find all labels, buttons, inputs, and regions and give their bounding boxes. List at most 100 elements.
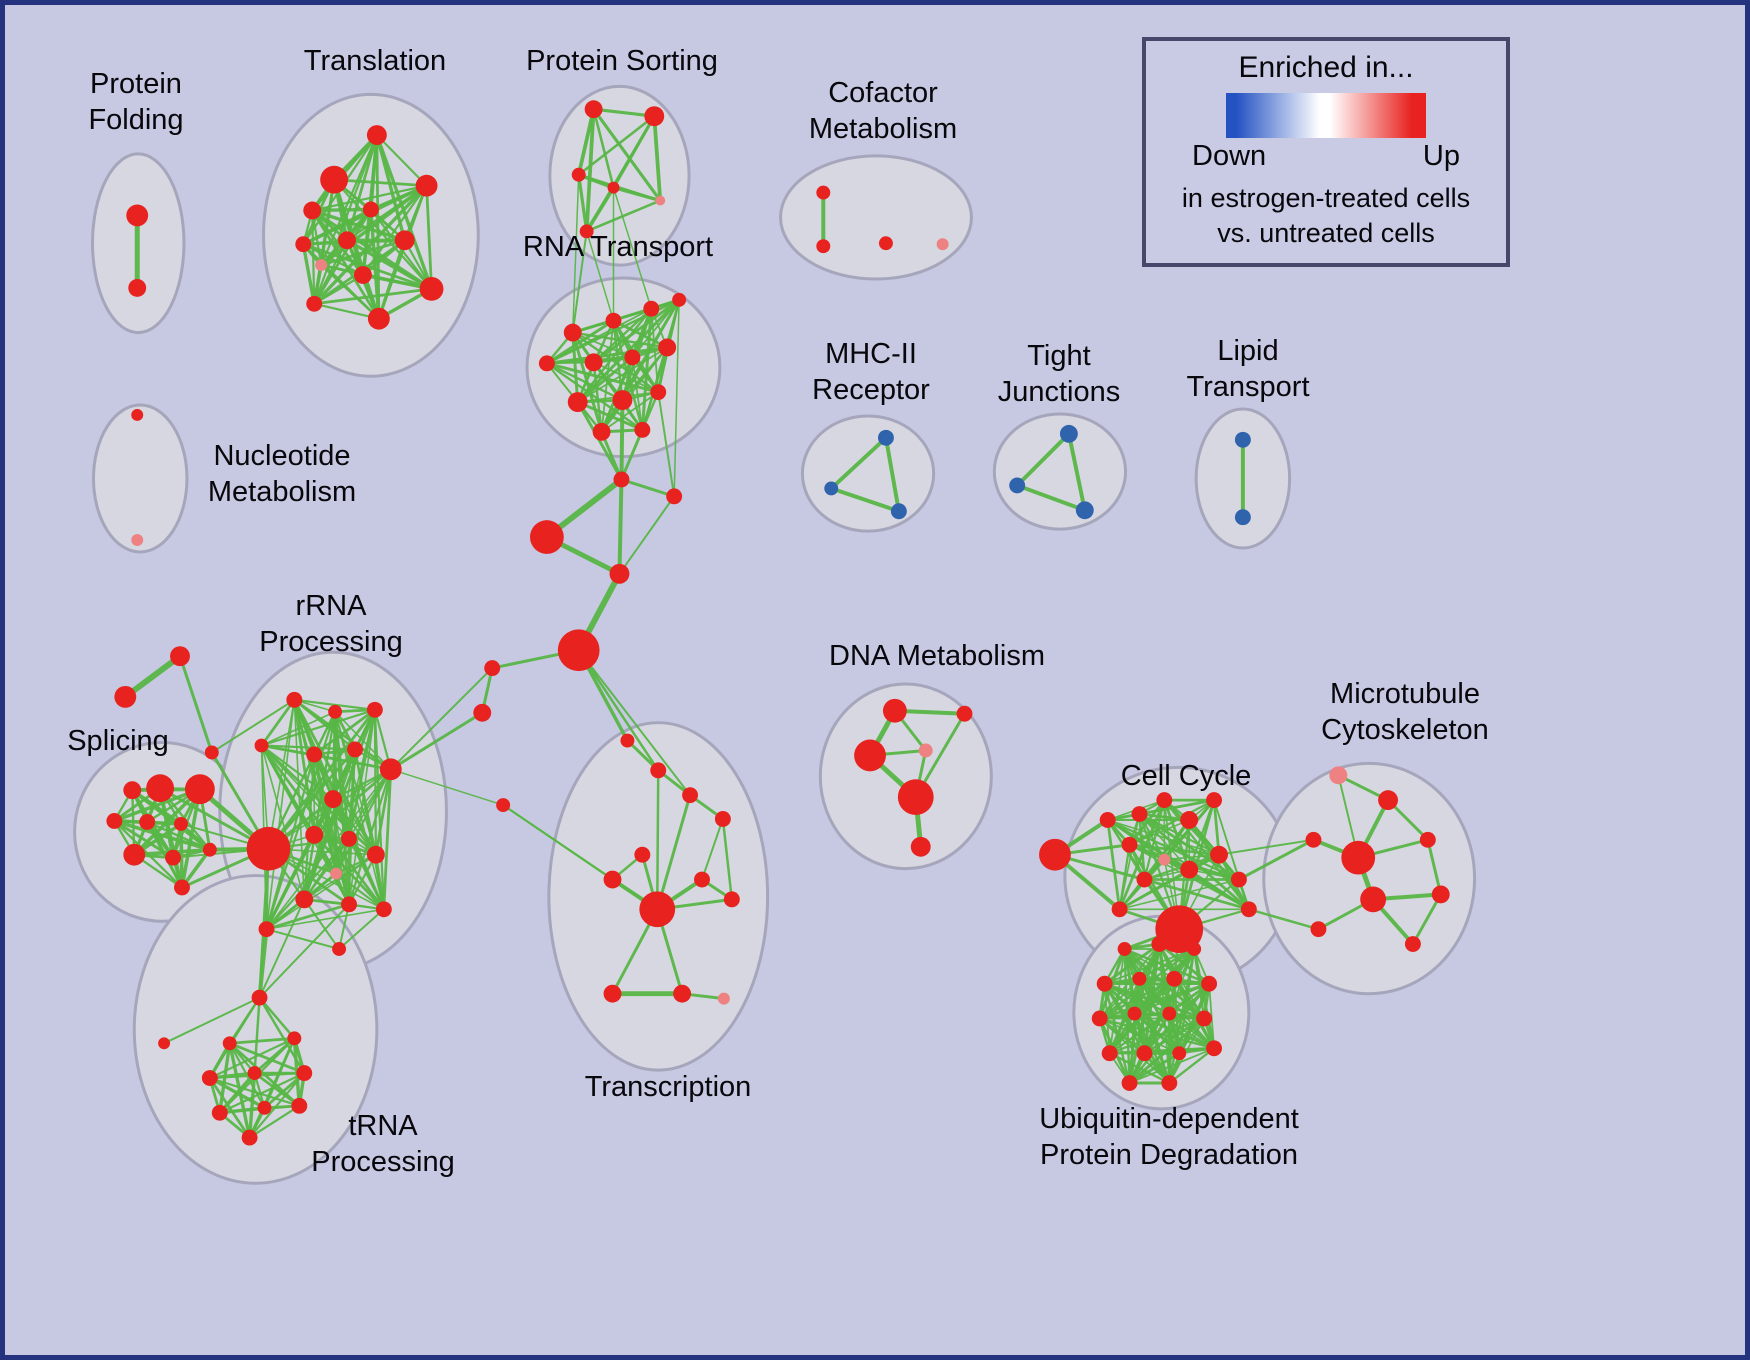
node-143 [1096,975,1113,992]
edge [303,898,341,950]
node-55 [139,814,156,830]
edge [313,239,349,305]
edge [218,1071,306,1114]
node-6 [362,201,379,218]
node-21 [563,323,582,342]
node-77 [258,921,275,938]
node-149 [1162,1006,1177,1021]
edge [721,817,734,901]
edge [1098,982,1211,1020]
edge [617,477,624,576]
node-100 [682,787,699,804]
node-11 [353,266,372,284]
node-106 [723,891,740,908]
edge [1118,878,1240,911]
edge [218,1071,257,1115]
node-52 [146,774,175,803]
edge [260,708,376,747]
node-115 [910,836,931,857]
node-117 [1099,812,1116,828]
edge [584,107,596,234]
edge [576,400,644,432]
node-32 [592,422,611,441]
edge [576,400,623,481]
node-141 [1151,936,1168,952]
edge [313,302,380,320]
node-98 [620,733,635,748]
edge [258,903,351,999]
node-94 [557,629,600,672]
edge [210,698,296,754]
node-88 [291,1097,308,1114]
node-112 [854,739,886,772]
node-108 [673,984,692,1003]
node-126 [1210,845,1228,864]
node-120 [1156,792,1173,809]
node-65 [306,746,323,763]
edge [1212,798,1221,857]
node-83 [201,1070,218,1086]
edge [571,230,588,334]
node-29 [567,392,588,412]
edge [1218,838,1315,856]
node-36 [878,236,893,251]
node-93 [609,563,630,584]
edge [374,767,393,857]
edge [673,299,680,498]
edge [1138,812,1166,861]
edge [260,744,357,751]
edge [619,398,625,482]
edge [1108,1017,1206,1055]
edge [1138,799,1215,815]
node-150 [1196,1010,1213,1027]
node-68 [246,826,291,871]
node-74 [295,890,314,909]
node-105 [694,871,710,888]
node-28 [658,338,677,357]
node-17 [571,167,586,182]
edge [263,1071,306,1110]
node-76 [375,901,392,918]
edge [619,428,644,481]
edge [265,928,341,950]
node-104 [639,891,676,928]
edge [1168,1047,1216,1085]
node-110 [882,698,907,723]
edge [1128,1051,1181,1085]
edge [247,1071,257,1140]
node-72 [330,867,343,880]
node-49 [114,685,137,708]
edge [1103,942,1161,986]
edge [320,263,380,320]
edge [347,853,377,906]
edge [577,114,656,177]
edge [1163,853,1220,861]
node-90 [613,471,630,488]
edge [577,173,589,233]
edge [332,178,428,188]
node-50 [204,745,219,760]
node-13 [306,295,323,312]
node-82 [287,1031,302,1046]
edge [122,653,183,700]
node-19 [655,195,666,206]
node-111 [956,705,973,722]
edge [345,238,434,291]
legend-box: Enriched in... Down Up in estrogen-treat… [1142,37,1510,267]
edge [311,184,428,212]
node-121 [1180,811,1199,829]
node-24 [672,292,687,307]
edge [260,698,296,747]
edge [248,1104,301,1139]
edge [389,667,494,771]
edge [265,853,377,930]
edge [1163,799,1250,911]
node-128 [1111,901,1128,918]
edge [585,199,662,233]
edge [375,133,434,291]
node-38 [131,409,144,421]
edge [545,361,660,394]
node-122 [1206,792,1223,809]
node-134 [1341,840,1376,875]
edge [1066,431,1087,513]
